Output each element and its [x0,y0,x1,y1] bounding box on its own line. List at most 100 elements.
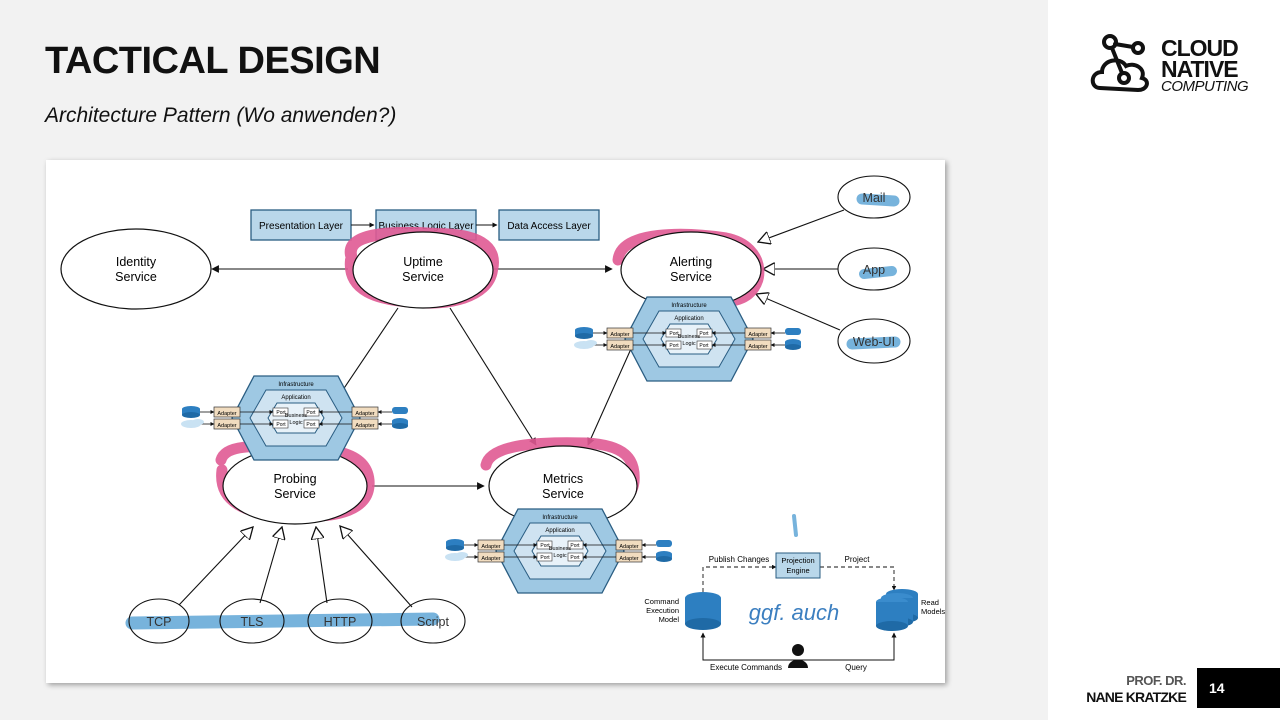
hex-adapter-label: Adapter [610,344,629,350]
hex-port-label: Port [306,422,316,428]
hex-adapter-label: Adapter [748,344,767,350]
hex-port-label: Port [570,543,580,549]
hex-business-label-1: Business [678,334,701,340]
metrics-service-label-2: Service [542,487,584,501]
page-number: 14 [1209,680,1225,696]
data-access-layer-box [498,209,600,241]
hex-infrastructure-label: Infrastructure [542,515,578,521]
hex-adapter-label: Adapter [619,544,638,550]
hex-adapter-label: Adapter [481,544,500,550]
hex-adapter-label: Adapter [481,556,500,562]
alerting-service-label-1: Alerting [670,255,712,269]
uptime-service-node [352,231,494,309]
probing-service-label-2: Service [274,487,316,501]
business-logic-layer-label: Business Logic Layer [378,221,474,232]
script-node [400,598,466,644]
read-models-label-2: Models [921,607,945,616]
presentation-layer-box [250,209,352,241]
projection-engine-box [775,552,821,579]
projection-engine-label-2: Engine [786,566,809,575]
author-name: NANE KRATZKE [1086,689,1187,705]
read-models-label-1: Read [921,598,939,607]
hex-adapter-label: Adapter [217,423,236,429]
hex-adapter-label: Adapter [748,332,767,338]
page-number-box: 14 [1197,668,1280,708]
author: PROF. DR. NANE KRATZKE [1080,672,1187,706]
hex-port-label: Port [276,410,286,416]
app-client-node [837,247,911,291]
hex-port-label: Port [276,422,286,428]
data-access-layer-label: Data Access Layer [507,221,591,232]
publish-changes-label: Publish Changes [709,555,769,564]
layer-boxes: Presentation Layer Business Logic Layer … [250,209,600,241]
mail-client-node [837,175,911,219]
hex-adapter-label: Adapter [619,556,638,562]
hex-port-label: Port [540,543,550,549]
http-node [307,598,373,644]
probing-service-label-1: Probing [273,472,316,486]
hex-adapter-label: Adapter [355,411,374,417]
architecture-diagram: Presentation Layer Business Logic Layer … [60,175,945,672]
slide-subtitle: Architecture Pattern (Wo anwenden?) [45,104,397,127]
query-label: Query [845,663,867,672]
hex-application-label: Application [545,528,574,534]
identity-service-label-1: Identity [116,255,157,269]
hex-business-label-2: Logic [289,420,302,426]
hex-port-label: Port [699,331,709,337]
logo-line-cloud: CLOUD [1161,35,1239,61]
uptime-service-label-1: Uptime [403,255,443,269]
tcp-node [128,598,190,644]
uptime-service-label-2: Service [402,270,444,284]
hexagon-metrics: Infrastructure Application Business Logi… [445,509,672,593]
project-label: Project [845,555,871,564]
cloud-native-logo-icon [1090,34,1149,93]
command-model-label-3: Model [659,615,680,624]
command-model-label-2: Execution [646,606,679,615]
right-panel [1048,0,1280,720]
hex-port-label: Port [306,410,316,416]
services: Identity Service Uptime Service Alerting… [60,228,762,527]
hex-adapter-label: Adapter [355,423,374,429]
projection-engine-label-1: Projection [781,556,814,565]
hex-infrastructure-label: Infrastructure [278,382,314,388]
hex-adapter-label: Adapter [610,332,629,338]
script-label: Script [417,615,449,629]
identity-service-node [60,228,212,310]
hex-port-label: Port [669,331,679,337]
hex-application-label: Application [674,316,703,322]
logo-line-computing: COMPUTING [1161,78,1249,95]
hex-business-label-1: Business [285,413,308,419]
author-title: PROF. DR. [1126,673,1186,688]
hex-port-label: Port [669,343,679,349]
logo-text: CLOUD NATIVE COMPUTING [1161,35,1249,95]
hex-port-label: Port [699,343,709,349]
web-ui-client-label: Web-UI [853,335,895,349]
execute-commands-label: Execute Commands [710,663,782,672]
cqrs-diagram: Projection Engine Publish Changes Projec… [644,552,945,672]
presentation-layer-label: Presentation Layer [259,221,344,232]
protocols: TCP TLS HTTP Script [128,598,466,644]
slide-title: TACTICAL DESIGN [45,40,381,82]
read-models-db-icon [876,589,918,631]
logo-line-native: NATIVE [1161,56,1239,82]
app-client-label: App [863,263,885,277]
command-model-db-icon [685,592,721,630]
hex-port-label: Port [540,555,550,561]
hex-adapter-label: Adapter [217,411,236,417]
alerting-service-label-2: Service [670,270,712,284]
tcp-label: TCP [147,615,172,629]
mail-client-label: Mail [863,191,886,205]
hex-business-label-1: Business [549,546,572,552]
tls-label: TLS [241,615,264,629]
diagram-frame: Presentation Layer Business Logic Layer … [46,160,945,683]
hex-business-label-2: Logic [682,341,695,347]
metrics-service-label-1: Metrics [543,472,583,486]
user-icon [788,644,808,668]
tls-node [219,598,285,644]
hex-infrastructure-label: Infrastructure [671,303,707,309]
hex-application-label: Application [281,395,310,401]
blue-highlights [125,193,901,630]
web-ui-client-node [837,318,911,364]
clients: Mail App Web-UI [837,175,911,364]
command-model-label-1: Command [644,597,679,606]
